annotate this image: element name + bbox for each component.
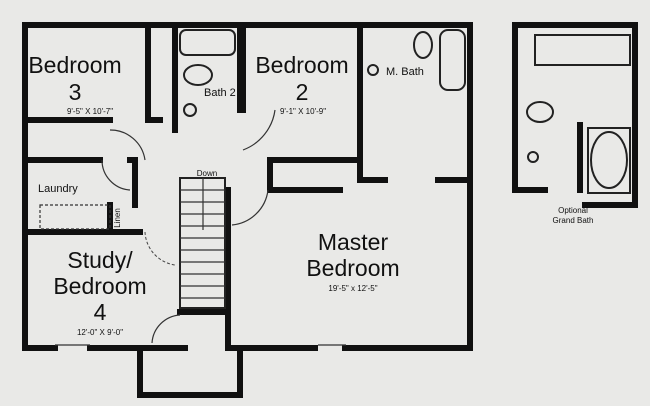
- mbath-label: M. Bath: [386, 66, 424, 78]
- bath2-label: Bath 2: [204, 87, 236, 99]
- study-number: 4: [94, 299, 107, 325]
- study-label-line1: Study/: [67, 247, 133, 273]
- stairs: [179, 177, 226, 309]
- master-size: 19'-5" x 12'-5": [328, 284, 377, 293]
- bedroom3-number: 3: [69, 79, 82, 105]
- optional-label-line1: Optional: [558, 206, 588, 215]
- study-label-line2: Bedroom: [53, 273, 146, 299]
- bedroom2-number: 2: [296, 79, 309, 105]
- fixtures: [39, 29, 466, 346]
- master-label-line2: Bedroom: [306, 255, 399, 281]
- walls: [22, 22, 473, 398]
- bedroom2-label: Bedroom: [255, 52, 348, 78]
- study-size: 12'-0" X 9'-0": [77, 328, 123, 337]
- master-label-line1: Master: [318, 229, 389, 255]
- bedroom3-label: Bedroom: [28, 52, 121, 78]
- laundry-label: Laundry: [38, 183, 78, 195]
- linen-label: Linen: [113, 208, 122, 228]
- bedroom3-size: 9'-5" X 10'-7": [67, 107, 113, 116]
- optional-label-line2: Grand Bath: [553, 216, 594, 225]
- stairs-down-label: Down: [197, 169, 217, 178]
- optional-grand-bath-plan: [512, 22, 638, 208]
- bedroom2-size: 9'-1" X 10'-9": [280, 107, 326, 116]
